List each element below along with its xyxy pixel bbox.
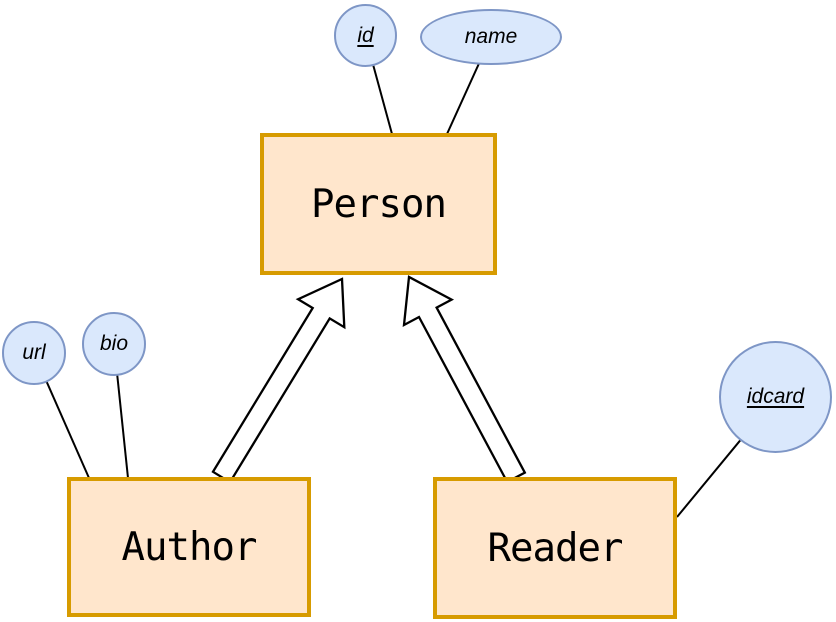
entity-reader-label: Reader [487,525,624,571]
isa-arrow-reader-to-person [402,275,527,484]
attribute-idcard: idcard [719,341,832,453]
attribute-url: url [2,321,66,385]
entity-person-label: Person [311,181,447,227]
attribute-id-label: id [357,23,374,47]
entity-author-label: Author [121,524,258,570]
attribute-name-label: name [464,25,518,48]
entity-author: Author [67,477,311,617]
isa-arrow-author-to-person [211,277,346,484]
attribute-bio: bio [82,312,146,376]
entity-person: Person [260,133,497,275]
attribute-idcard-label: idcard [746,385,805,408]
entity-reader: Reader [433,477,677,619]
attribute-bio-label: bio [99,332,129,355]
attribute-url-label: url [22,341,46,364]
attribute-name: name [420,9,562,65]
attribute-id: id [334,4,397,67]
